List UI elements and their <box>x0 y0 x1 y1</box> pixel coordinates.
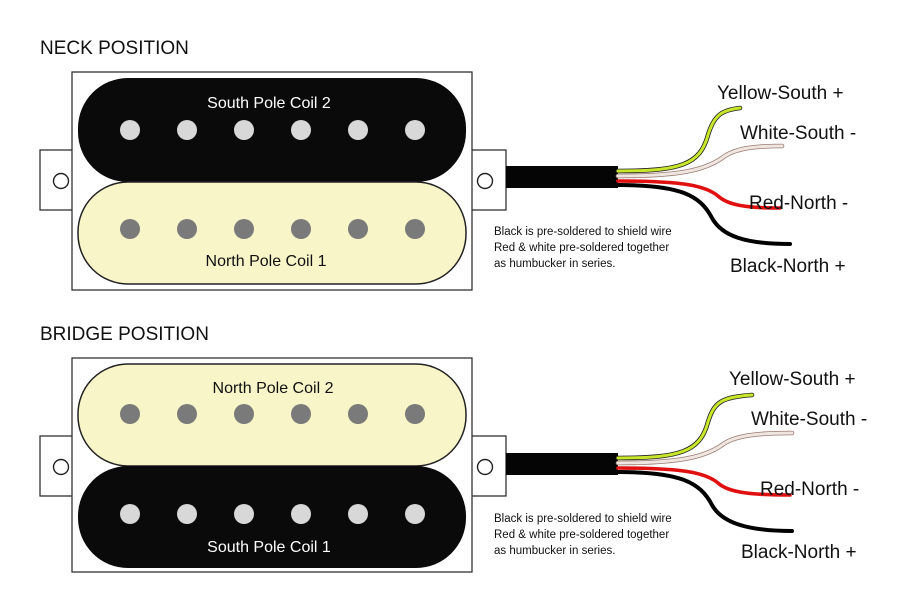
coil-label: North Pole Coil 2 <box>213 380 334 397</box>
pole-piece <box>348 504 368 524</box>
coil-top <box>78 78 466 182</box>
shielded-cable <box>506 453 618 475</box>
white-wire <box>616 431 794 465</box>
lead-wires <box>615 105 792 246</box>
coil-bottom <box>77 181 467 285</box>
neck-diagram: NECK POSITION South Pole Coil 2 North Po… <box>39 38 856 291</box>
note-line: Red & white pre-soldered together <box>494 242 669 254</box>
section-title: BRIDGE POSITION <box>40 324 209 345</box>
pole-piece <box>120 504 140 524</box>
pole-piece <box>348 219 368 239</box>
pole-piece <box>234 219 254 239</box>
wire-label: Yellow-South + <box>717 83 844 104</box>
pole-pieces-top <box>120 404 425 424</box>
white-wire <box>616 144 784 178</box>
pole-piece <box>291 504 311 524</box>
pole-piece <box>234 504 254 524</box>
wire-outline <box>615 392 755 461</box>
section-title: NECK POSITION <box>40 38 189 59</box>
pole-piece <box>405 504 425 524</box>
wire-label: White-South - <box>740 123 856 144</box>
pole-piece <box>405 120 425 140</box>
wire-label: Red-North - <box>760 479 859 500</box>
pole-piece <box>120 120 140 140</box>
red-wire <box>616 466 792 497</box>
pickup: North Pole Coil 2 South Pole Coil 1 <box>39 357 507 573</box>
pole-pieces-top <box>120 120 425 140</box>
mounting-hole <box>476 458 494 476</box>
note-line: as humbucker in series. <box>494 258 615 270</box>
pole-piece <box>405 219 425 239</box>
pole-piece <box>177 219 197 239</box>
pole-piece <box>177 404 197 424</box>
pole-piece <box>348 120 368 140</box>
wire-label: Black-North + <box>730 256 846 277</box>
black-wire <box>616 183 792 246</box>
pole-piece <box>120 404 140 424</box>
note-line: Red & white pre-soldered together <box>494 529 669 541</box>
pickup: South Pole Coil 2 North Pole Coil 1 <box>39 71 507 291</box>
note-line: as humbucker in series. <box>494 545 615 557</box>
pole-piece <box>120 219 140 239</box>
pole-piece <box>348 404 368 424</box>
pole-pieces-bottom <box>120 504 425 524</box>
note-line: Black is pre-soldered to shield wire <box>494 226 672 238</box>
pole-piece <box>177 504 197 524</box>
shielded-cable <box>506 166 618 188</box>
note-line: Black is pre-soldered to shield wire <box>494 513 672 525</box>
mounting-hole <box>476 172 494 190</box>
pole-piece <box>291 404 311 424</box>
wire-label: White-South - <box>751 409 867 430</box>
yellow-wire <box>616 106 742 173</box>
lead-wires <box>615 392 795 533</box>
wire-outline <box>615 105 743 174</box>
yellow-wire <box>616 393 754 460</box>
red-wire <box>616 179 782 210</box>
pole-piece <box>177 120 197 140</box>
coil-label: South Pole Coil 2 <box>207 95 331 112</box>
pole-piece <box>405 404 425 424</box>
wire-label: Red-North - <box>749 193 848 214</box>
pole-piece <box>291 219 311 239</box>
mounting-hole <box>52 172 70 190</box>
wire-label: Yellow-South + <box>729 369 856 390</box>
coil-label: North Pole Coil 1 <box>206 253 327 270</box>
pole-pieces-bottom <box>120 219 425 239</box>
coil-bottom <box>78 466 466 568</box>
pole-piece <box>291 120 311 140</box>
bridge-diagram: BRIDGE POSITION North Pole Coil 2 South … <box>39 324 867 573</box>
coil-label: South Pole Coil 1 <box>207 539 331 556</box>
pole-piece <box>234 404 254 424</box>
wire-label: Black-North + <box>741 542 857 563</box>
black-wire <box>616 470 794 533</box>
pole-piece <box>234 120 254 140</box>
mounting-hole <box>52 458 70 476</box>
